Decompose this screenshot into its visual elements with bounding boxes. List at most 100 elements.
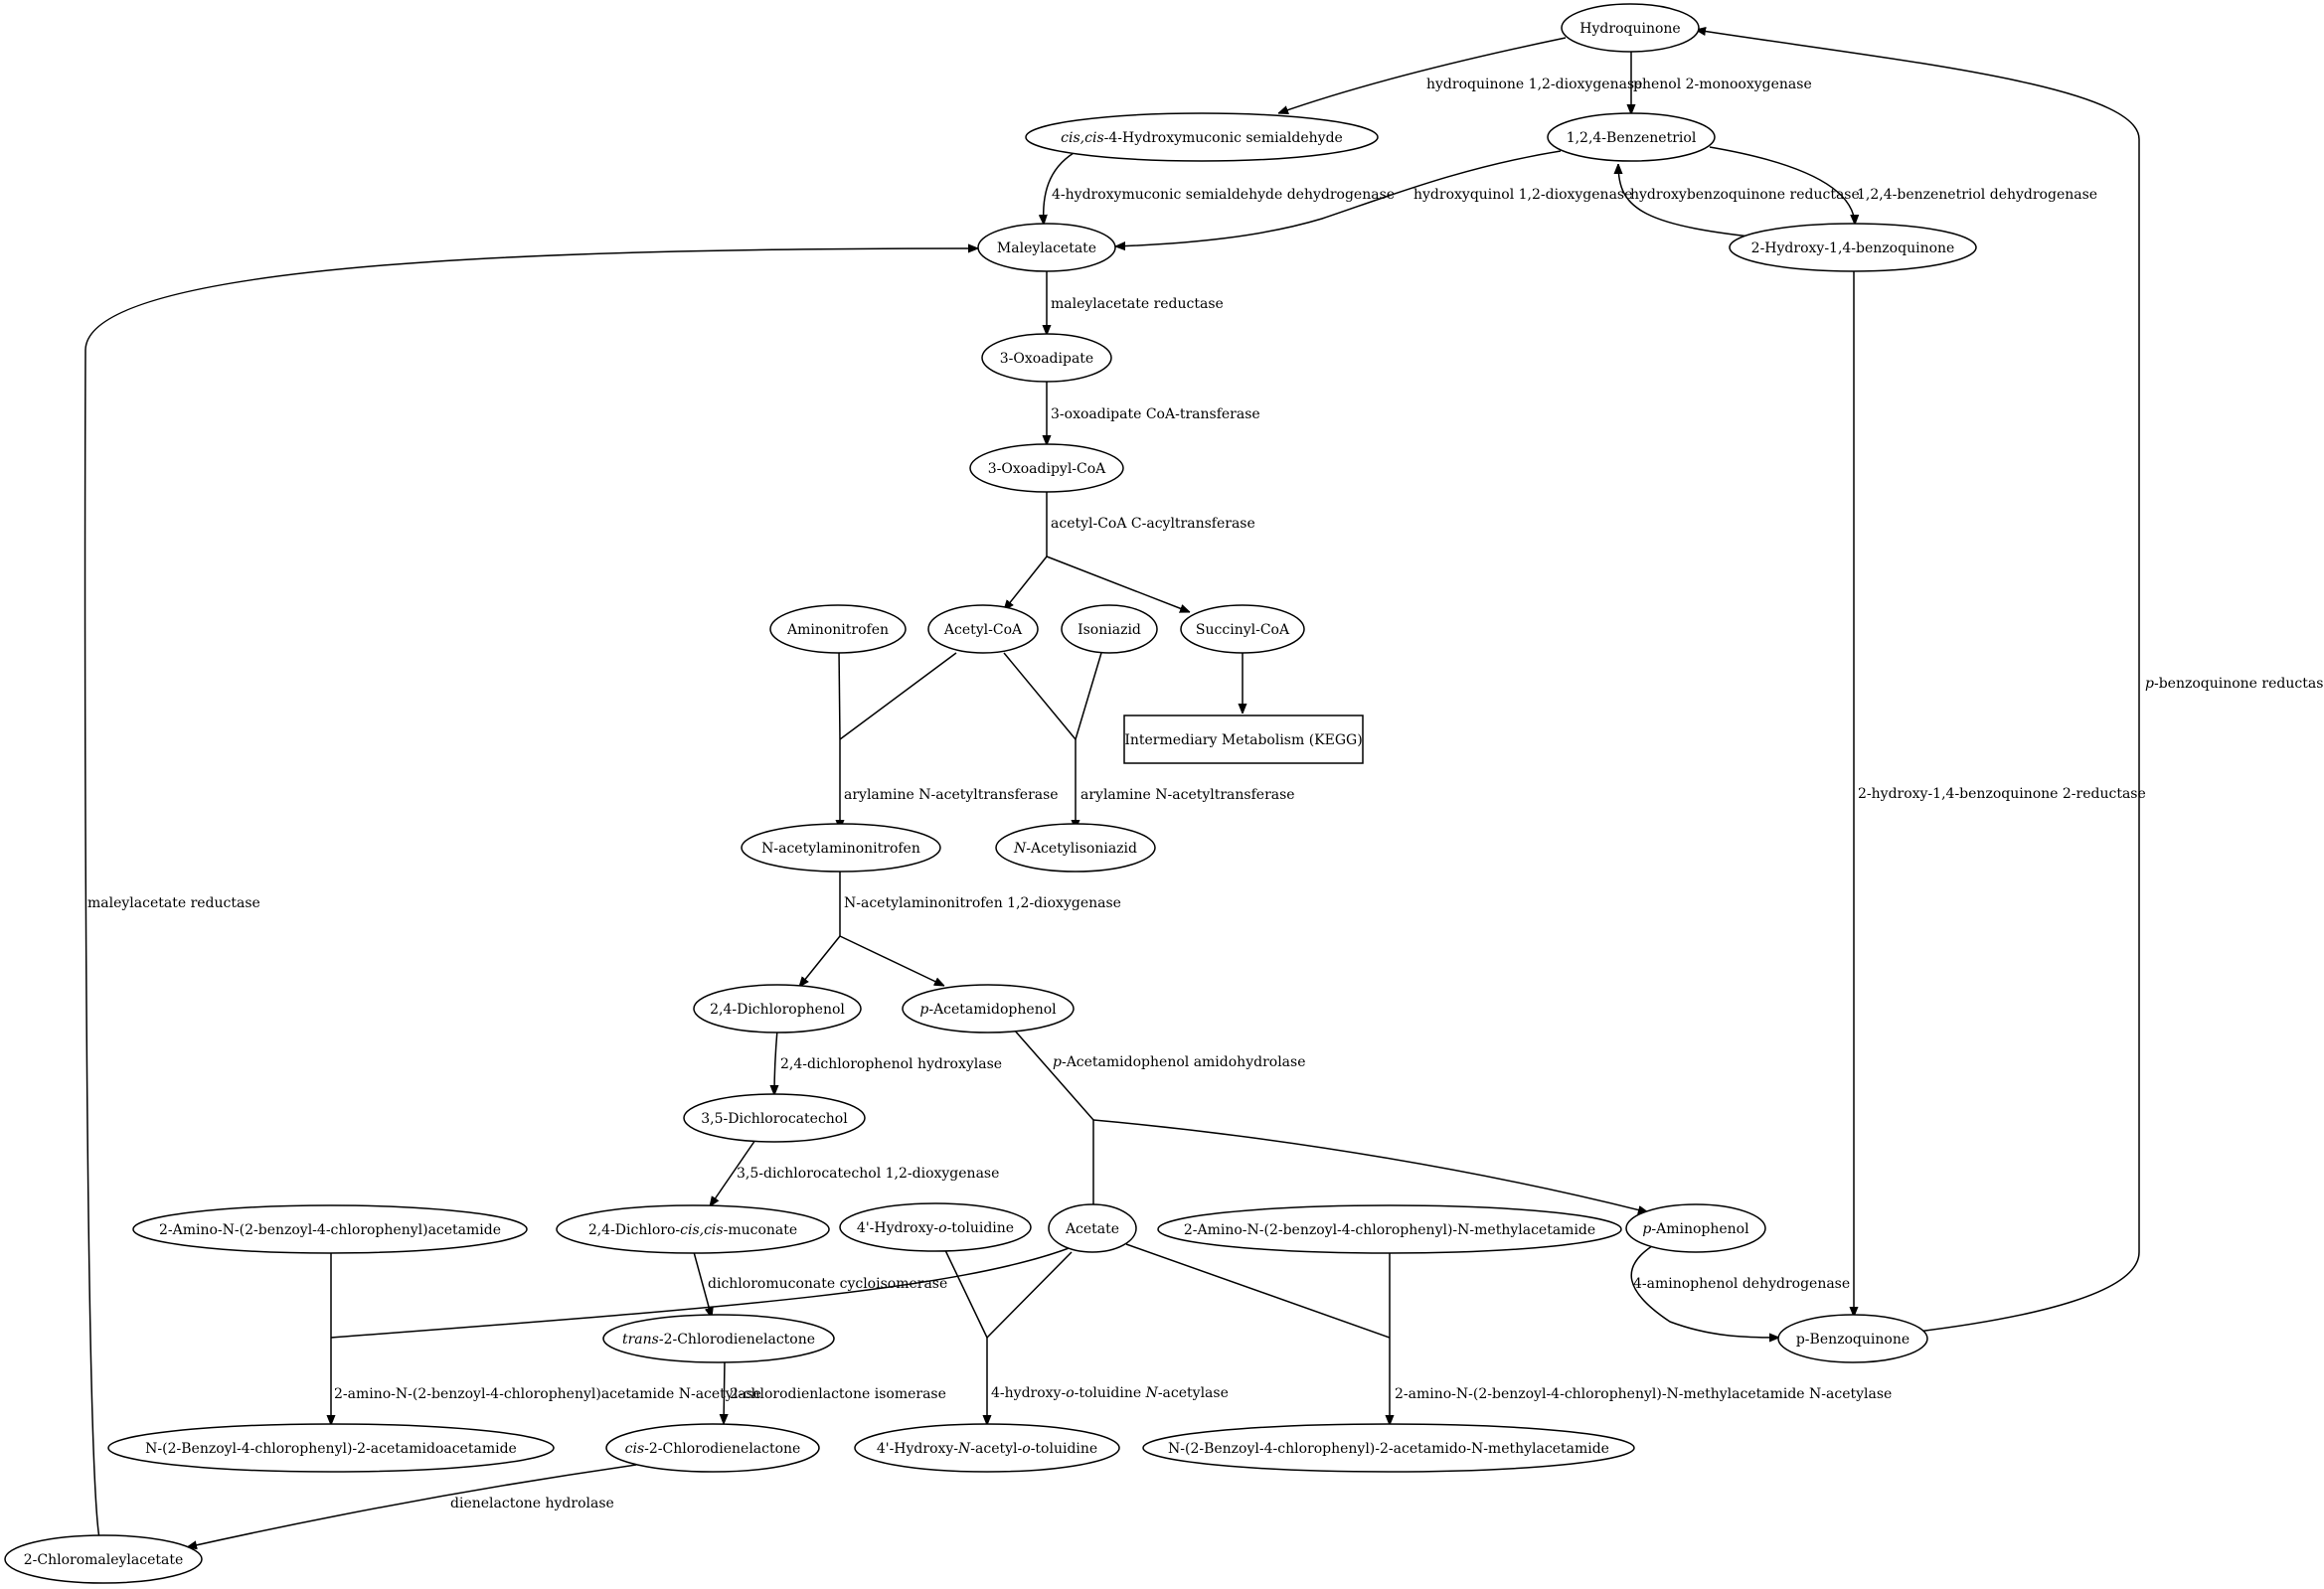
label-segment: Aminonitrofen [786,622,889,638]
label-segment: 3-Oxoadipyl-CoA [988,461,1106,477]
label-segment: hydroxybenzoquinone reductase [1630,187,1860,203]
edge-label: N-acetylaminonitrofen 1,2-dioxygenase [844,895,1121,911]
node-label: Succinyl-CoA [1196,622,1290,638]
node-kegg: Intermediary Metabolism (KEGG) [1123,715,1364,764]
edge-hbq-to-benzenetriol [1618,164,1780,240]
label-segment: -muconate [724,1222,798,1238]
label-segment: -benzoquinone reductase [2154,676,2324,692]
edge-acetylcoa-to-isoniazid-join [1003,652,1077,740]
edge-label: 4-hydroxy-o-toluidine N-acetylase [991,1385,1229,1401]
edge-junction-to-dcp [799,935,841,987]
label-segment: o [938,1220,946,1236]
edge-benzoquinone-to-hydroquinone [1696,30,2140,1333]
edge-dcp-to-dccatechol [774,1029,777,1095]
node-label: Intermediary Metabolism (KEGG) [1124,732,1362,748]
edge-label: 3,5-dichlorocatechol 1,2-dioxygenase [737,1166,999,1182]
label-segment: Intermediary Metabolism (KEGG) [1124,732,1362,748]
node-label: cis,cis-4-Hydroxymuconic semialdehyde [1061,130,1343,146]
label-segment: -acetyl- [970,1441,1022,1457]
label-segment: 3,5-dichlorocatechol 1,2-dioxygenase [737,1166,999,1182]
edge-label: 1,2,4-benzenetriol dehydrogenase [1857,187,2097,203]
node-label: 2-Amino-N-(2-benzoyl-4-chlorophenyl)acet… [159,1222,501,1238]
node-label: N-(2-Benzoyl-4-chlorophenyl)-2-acetamido… [1168,1441,1609,1457]
edge-ciscdl-to-chloromaleylacetate [187,1464,637,1547]
label-segment: 2,4-Dichlorophenol [710,1002,845,1018]
node-hmsa: cis,cis-4-Hydroxymuconic semialdehyde [1025,112,1379,162]
label-segment: cis,cis [680,1222,723,1238]
node-label: N-acetylaminonitrofen [761,841,920,857]
node-label: cis-2-Chlorodienelactone [625,1441,801,1457]
label-segment: 2-hydroxy-1,4-benzoquinone 2-reductase [1858,786,2146,802]
edge-acetamidophenol-to-junction [1013,1029,1094,1121]
label-segment: N-(2-Benzoyl-4-chlorophenyl)-2-acetamido… [145,1441,517,1457]
label-segment: p [2145,676,2154,692]
label-segment: 4'-Hydroxy- [857,1220,938,1236]
edge-label: 2-chlorodienlactone isomerase [730,1386,946,1402]
edge-junction-to-acetamidophenol [839,935,944,987]
edge-hmsa-to-maleylacetate [1044,152,1075,225]
label-segment: Isoniazid [1078,622,1141,638]
node-acetylcoa: Acetyl-CoA [927,604,1039,654]
edge-junction-to-acetylcoa [1004,556,1048,610]
edge-label: phenol 2-monooxygenase [1633,77,1812,92]
label-segment: 2-chlorodienlactone isomerase [730,1386,946,1402]
node-transcdl: trans-2-Chlorodienelactone [602,1314,835,1363]
node-label: 4'-Hydroxy-o-toluidine [857,1220,1014,1236]
node-label: N-Acetylisoniazid [1013,841,1137,857]
edge-label: acetyl-CoA C-acyltransferase [1051,516,1255,532]
node-label: Acetate [1065,1221,1119,1237]
node-hbq: 2-Hydroxy-1,4-benzoquinone [1729,223,1977,272]
edges [83,30,2140,1547]
edge-acetate-to-benzoylacetamide-join [330,1246,1073,1339]
label-segment: 2-amino-N-(2-benzoyl-4-chlorophenyl)-N-m… [1395,1386,1892,1402]
label-segment: cis [625,1441,645,1457]
label-segment: p [1053,1054,1062,1070]
node-label: 2-Chloromaleylacetate [24,1552,184,1568]
node-acetate: Acetate [1048,1203,1137,1253]
edge-label: arylamine N-acetyltransferase [844,787,1059,803]
label-segment: -Aminophenol [1651,1221,1749,1237]
label-segment: 3-Oxoadipate [1000,351,1093,367]
label-segment: N [1145,1385,1159,1401]
node-benzoylacetamido: N-(2-Benzoyl-4-chlorophenyl)-2-acetamido… [107,1423,555,1473]
label-segment: N [1013,841,1027,857]
label-segment: o [1022,1441,1030,1457]
node-hydroquinone: Hydroquinone [1561,3,1700,53]
edge-junction-to-aminophenol [1092,1119,1648,1212]
node-hnacetyltoluidine: 4'-Hydroxy-N-acetyl-o-toluidine [854,1423,1120,1473]
node-nacetylaminonitrofen: N-acetylaminonitrofen [741,823,941,873]
label-segment: hydroquinone 1,2-dioxygenase [1426,77,1642,92]
label-segment: Maleylacetate [997,240,1096,256]
edge-hydroxytoluidine-to-join [943,1247,988,1339]
label-segment: acetyl-CoA C-acyltransferase [1051,516,1255,532]
label-segment: -2-Chlorodienelactone [659,1332,815,1348]
edge-label: hydroxyquinol 1,2-dioxygenase [1413,187,1632,203]
node-label: 3-Oxoadipyl-CoA [988,461,1106,477]
label-segment: -toluidine [1075,1385,1146,1401]
node-label: 3-Oxoadipate [1000,351,1093,367]
node-hydroxytoluidine: 4'-Hydroxy-o-toluidine [839,1202,1032,1252]
edge-aminophenol-to-benzoquinone [1630,1243,1779,1338]
label-segment: 4-hydroxymuconic semialdehyde dehydrogen… [1052,187,1395,203]
label-segment: 4'-Hydroxy- [877,1441,958,1457]
node-label: p-Benzoquinone [1796,1332,1909,1348]
label-segment: p [1642,1221,1651,1237]
node-acetamidophenol: p-Acetamidophenol [902,984,1075,1033]
node-oxoadipyl: 3-Oxoadipyl-CoA [969,443,1124,493]
node-dcmuconate: 2,4-Dichloro-cis,cis-muconate [556,1204,830,1254]
node-label: Maleylacetate [997,240,1096,256]
edge-isoniazid-to-join [1075,652,1102,740]
node-label: 1,2,4-Benzenetriol [1567,130,1697,146]
label-segment: 3-oxoadipate CoA-transferase [1051,406,1260,422]
node-chloromaleylacetate: 2-Chloromaleylacetate [4,1534,203,1584]
label-segment: dichloromuconate cycloisomerase [708,1276,947,1292]
label-segment: phenol 2-monooxygenase [1633,77,1812,92]
edge-label: p-Acetamidophenol amidohydrolase [1053,1054,1305,1070]
label-segment: 1,2,4-Benzenetriol [1567,130,1697,146]
node-label: Isoniazid [1078,622,1141,638]
edge-label: 4-aminophenol dehydrogenase [1633,1276,1850,1292]
label-segment: N-(2-Benzoyl-4-chlorophenyl)-2-acetamido… [1168,1441,1609,1457]
label-segment: 2-Hydroxy-1,4-benzoquinone [1751,240,1955,256]
edge-label: hydroquinone 1,2-dioxygenase [1426,77,1642,92]
edge-label: 3-oxoadipate CoA-transferase [1051,406,1260,422]
